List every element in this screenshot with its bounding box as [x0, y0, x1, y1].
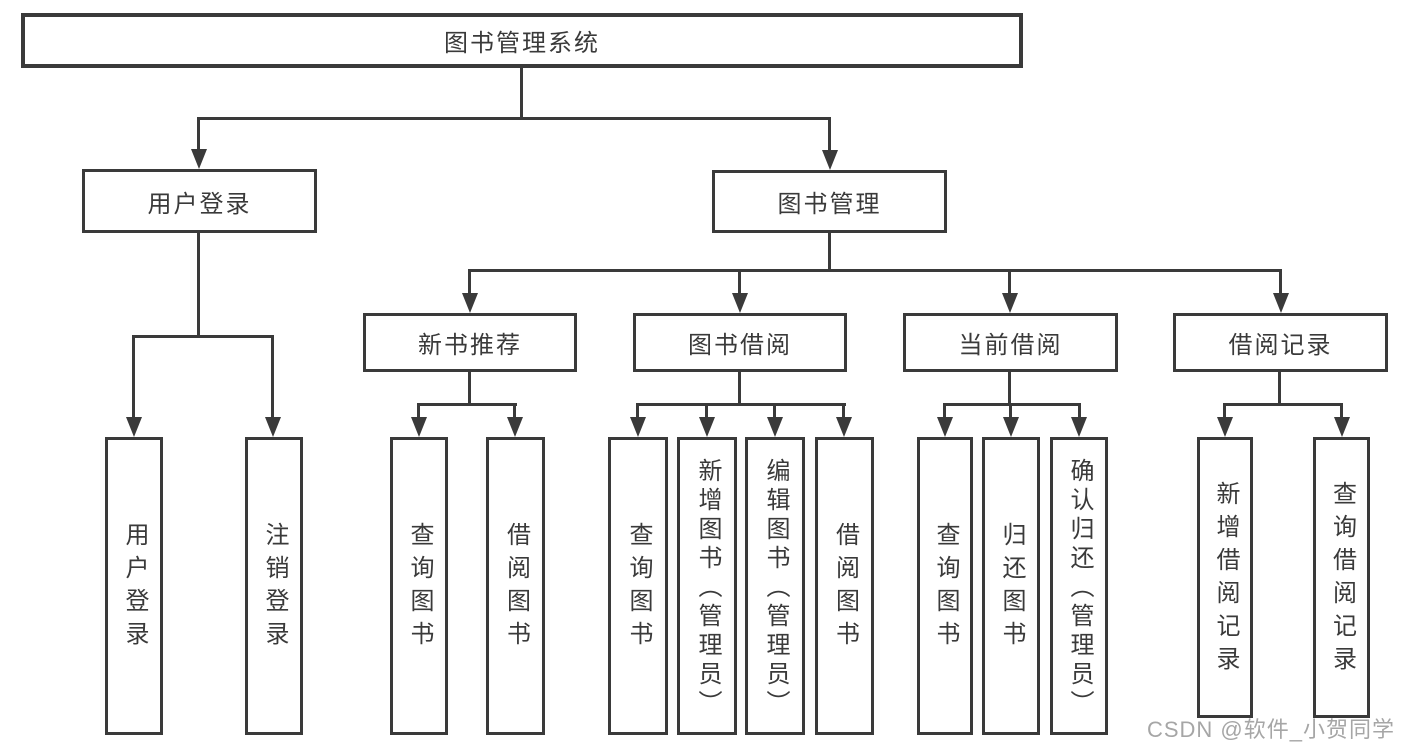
node-book-management-label: 图书管理 [777, 191, 882, 218]
leaf-user-login: 用户登录 [105, 437, 163, 735]
connector-segment [1278, 372, 1281, 405]
connector-segment [197, 233, 200, 338]
connector-segment [828, 233, 831, 270]
leaf-add-borrow-record-label: 新增借阅记录 [1212, 480, 1239, 679]
connector-segment [197, 117, 200, 151]
connector-segment [468, 269, 1282, 272]
leaf-borrow-books-recommend-label: 借阅图书 [502, 522, 530, 654]
connector-segment [842, 403, 845, 419]
arrowhead-down-icon [767, 417, 783, 437]
arrowhead-down-icon [699, 417, 715, 437]
leaf-borrow-books-recommend: 借阅图书 [486, 437, 545, 735]
arrowhead-down-icon [732, 293, 748, 313]
leaf-query-books-recommend-label: 查询图书 [406, 522, 433, 654]
node-new-book-recommend-label: 新书推荐 [418, 332, 522, 359]
arrowhead-down-icon [1273, 293, 1289, 313]
connector-segment [132, 335, 135, 419]
leaf-query-books-borrow: 查询图书 [608, 437, 668, 735]
connector-segment [197, 117, 831, 120]
connector-segment [1340, 403, 1343, 419]
watermark: CSDN @软件_小贺同学 [1146, 717, 1395, 742]
connector-segment [1008, 372, 1011, 405]
leaf-add-book-admin: 新增图书（管理员） [677, 437, 737, 735]
connector-segment [943, 403, 946, 419]
connector-segment [738, 372, 741, 405]
connector-segment [1078, 403, 1081, 419]
node-book-borrowing: 图书借阅 [633, 313, 847, 372]
connector-segment [417, 403, 420, 419]
connector-segment [738, 269, 741, 296]
connector-segment [271, 335, 274, 419]
leaf-add-borrow-record: 新增借阅记录 [1197, 437, 1253, 718]
connector-segment [1279, 269, 1282, 296]
connector-segment [468, 372, 471, 405]
connector-segment [1223, 403, 1343, 406]
leaf-borrow-books: 借阅图书 [815, 437, 874, 735]
connector-segment [513, 403, 516, 419]
leaf-return-books-label: 归还图书 [998, 522, 1025, 654]
connector-segment [520, 68, 523, 120]
node-user-login: 用户登录 [82, 169, 317, 233]
leaf-add-book-admin-label: 新增图书（管理员） [694, 457, 721, 719]
arrowhead-down-icon [265, 417, 281, 437]
arrowhead-down-icon [1003, 417, 1019, 437]
arrowhead-down-icon [836, 417, 852, 437]
arrowhead-down-icon [1217, 417, 1233, 437]
leaf-confirm-return-admin-label: 确认归还（管理员） [1066, 457, 1093, 719]
leaf-logout: 注销登录 [245, 437, 303, 735]
connector-segment [828, 117, 831, 152]
leaf-edit-book-admin: 编辑图书（管理员） [745, 437, 805, 735]
arrowhead-down-icon [937, 417, 953, 437]
leaf-query-books-recommend: 查询图书 [390, 437, 448, 735]
connector-segment [1008, 269, 1011, 296]
connector-segment [417, 403, 517, 406]
arrowhead-down-icon [1334, 417, 1350, 437]
arrowhead-down-icon [1002, 293, 1018, 313]
connector-segment [636, 403, 846, 406]
arrowhead-down-icon [126, 417, 142, 437]
leaf-query-books-current: 查询图书 [917, 437, 973, 735]
leaf-borrow-books-label: 借阅图书 [831, 522, 859, 654]
leaf-logout-label: 注销登录 [261, 522, 288, 654]
node-root-label: 图书管理系统 [444, 30, 600, 57]
arrowhead-down-icon [822, 150, 838, 170]
arrowhead-down-icon [191, 149, 207, 169]
node-root: 图书管理系统 [21, 13, 1023, 68]
connector-segment [943, 403, 1081, 406]
arrowhead-down-icon [1071, 417, 1087, 437]
arrowhead-down-icon [462, 293, 478, 313]
connector-segment [705, 403, 708, 419]
connector-segment [468, 269, 471, 296]
arrowhead-down-icon [411, 417, 427, 437]
leaf-confirm-return-admin: 确认归还（管理员） [1050, 437, 1108, 735]
leaf-return-books: 归还图书 [982, 437, 1040, 735]
connector-segment [1223, 403, 1226, 419]
node-book-borrowing-label: 图书借阅 [688, 332, 792, 359]
connector-segment [636, 403, 639, 419]
leaf-query-borrow-record-label: 查询借阅记录 [1328, 480, 1356, 679]
leaf-user-login-label: 用户登录 [121, 522, 148, 654]
node-new-book-recommend: 新书推荐 [363, 313, 577, 372]
node-borrowing-records-label: 借阅记录 [1228, 332, 1333, 359]
arrowhead-down-icon [507, 417, 523, 437]
node-current-borrowing-label: 当前借阅 [958, 332, 1063, 359]
leaf-query-books-borrow-label: 查询图书 [625, 522, 652, 654]
leaf-edit-book-admin-label: 编辑图书（管理员） [762, 457, 789, 719]
node-user-login-label: 用户登录 [147, 190, 252, 218]
leaf-query-books-current-label: 查询图书 [932, 522, 959, 654]
arrowhead-down-icon [630, 417, 646, 437]
connector-segment [132, 335, 274, 338]
leaf-query-borrow-record: 查询借阅记录 [1313, 437, 1370, 718]
connector-segment [1009, 403, 1012, 419]
node-borrowing-records: 借阅记录 [1173, 313, 1388, 372]
connector-segment [773, 403, 776, 419]
node-current-borrowing: 当前借阅 [903, 313, 1118, 372]
node-book-management: 图书管理 [712, 170, 947, 233]
